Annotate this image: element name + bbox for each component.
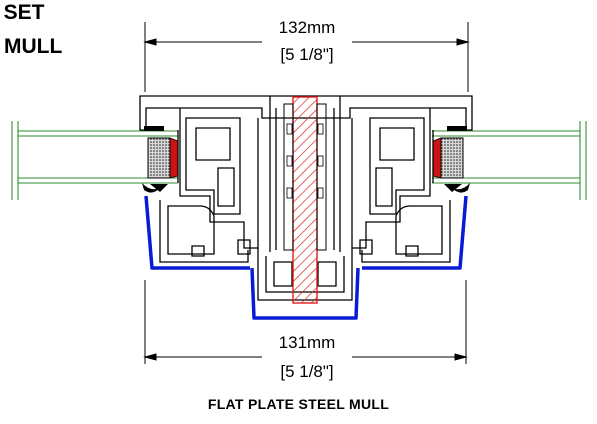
drawing-title-line-1: / SET [0, 1, 45, 24]
dimension-line-top [143, 22, 470, 92]
bottom-dimension-metric: 131mm [278, 333, 336, 352]
bottom-dimension-imperial: [5 1/8"] [280, 362, 334, 381]
top-dimension-metric: 132mm [278, 18, 336, 37]
dimension-line-bottom [143, 280, 468, 364]
drawing-caption: FLAT PLATE STEEL MULL [207, 396, 390, 412]
drawing-title: / SET MULL [0, 0, 96, 66]
glazing-seals [142, 126, 470, 193]
blue-perimeter-seal [144, 195, 468, 320]
steel-plate [283, 96, 327, 304]
drawing-title-line-2: MULL [4, 35, 63, 58]
right-spacer [432, 137, 464, 179]
top-dimension-imperial: [5 1/8"] [280, 45, 334, 64]
left-spacer [147, 137, 179, 179]
frame-profile [139, 95, 473, 301]
